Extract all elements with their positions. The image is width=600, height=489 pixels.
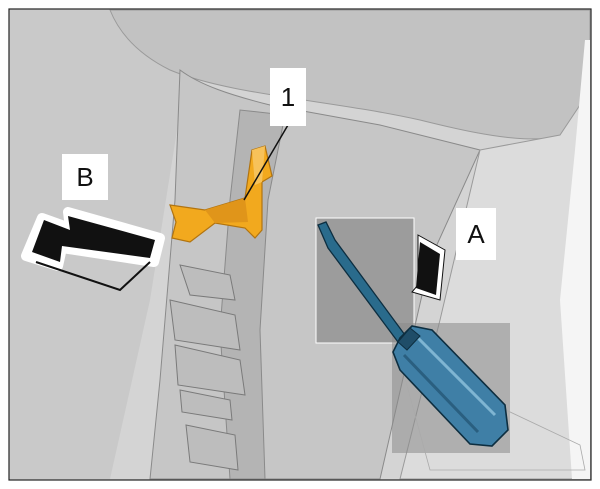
callout-direction-b: B xyxy=(62,154,108,200)
leader-line-1 xyxy=(243,124,289,201)
right-edge-highlight xyxy=(560,40,590,479)
callout-direction-a: A xyxy=(456,208,496,260)
highlight-projection xyxy=(399,359,586,471)
clip-part-1 xyxy=(169,145,273,243)
callout-part-number: 1 xyxy=(270,68,306,126)
mounting-bracket xyxy=(169,264,246,471)
direction-arrow-a xyxy=(411,234,446,301)
screwdriver-icon xyxy=(317,221,509,447)
direction-arrow-b xyxy=(21,207,165,292)
